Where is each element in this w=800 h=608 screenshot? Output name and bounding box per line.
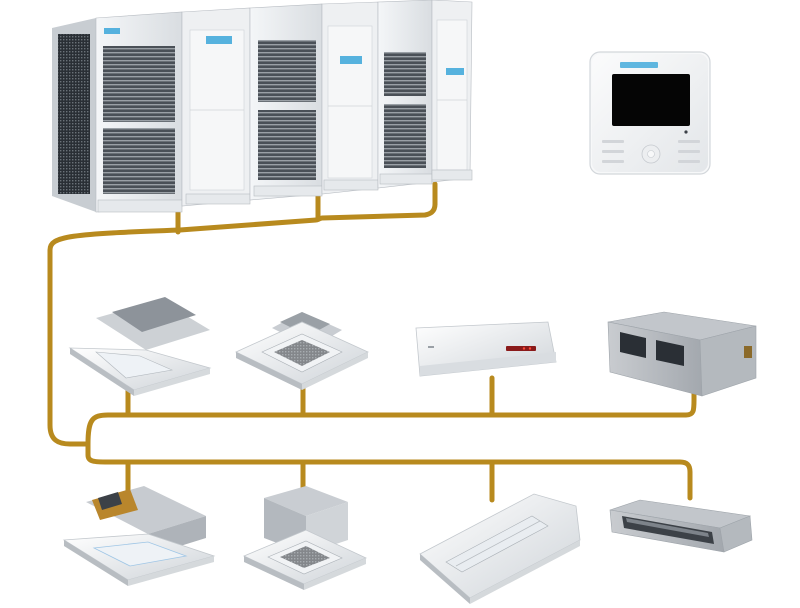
wall-unit-display — [506, 346, 536, 351]
compact-cassette-icon — [243, 486, 367, 590]
slim-duct-icon — [609, 499, 753, 553]
four-way-cassette-icon — [235, 312, 369, 390]
refrigerant-piping — [47, 181, 697, 503]
outdoor-module-6 — [431, 0, 473, 183]
wall-mounted-split-icon — [415, 321, 557, 377]
controller-screen — [612, 74, 690, 126]
vrf-outdoor-unit-icon — [52, 0, 473, 213]
outdoor-module-3 — [249, 3, 323, 201]
outdoor-module-5 — [377, 0, 433, 189]
one-way-cassette-icon — [68, 297, 212, 396]
pipe-branch-lower — [85, 441, 693, 501]
outdoor-module-4 — [321, 1, 379, 195]
two-way-cassette-icon — [62, 486, 216, 586]
pipe-branch-upper — [85, 383, 697, 447]
ceiling-floor-unit-icon — [419, 493, 581, 604]
controller-brand-mark — [620, 62, 658, 68]
outdoor-module-2 — [181, 7, 251, 207]
outdoor-module-1 — [52, 11, 183, 213]
wired-controller-icon — [589, 51, 711, 175]
pipe-main-header — [47, 201, 438, 447]
high-static-duct-icon — [607, 311, 757, 397]
